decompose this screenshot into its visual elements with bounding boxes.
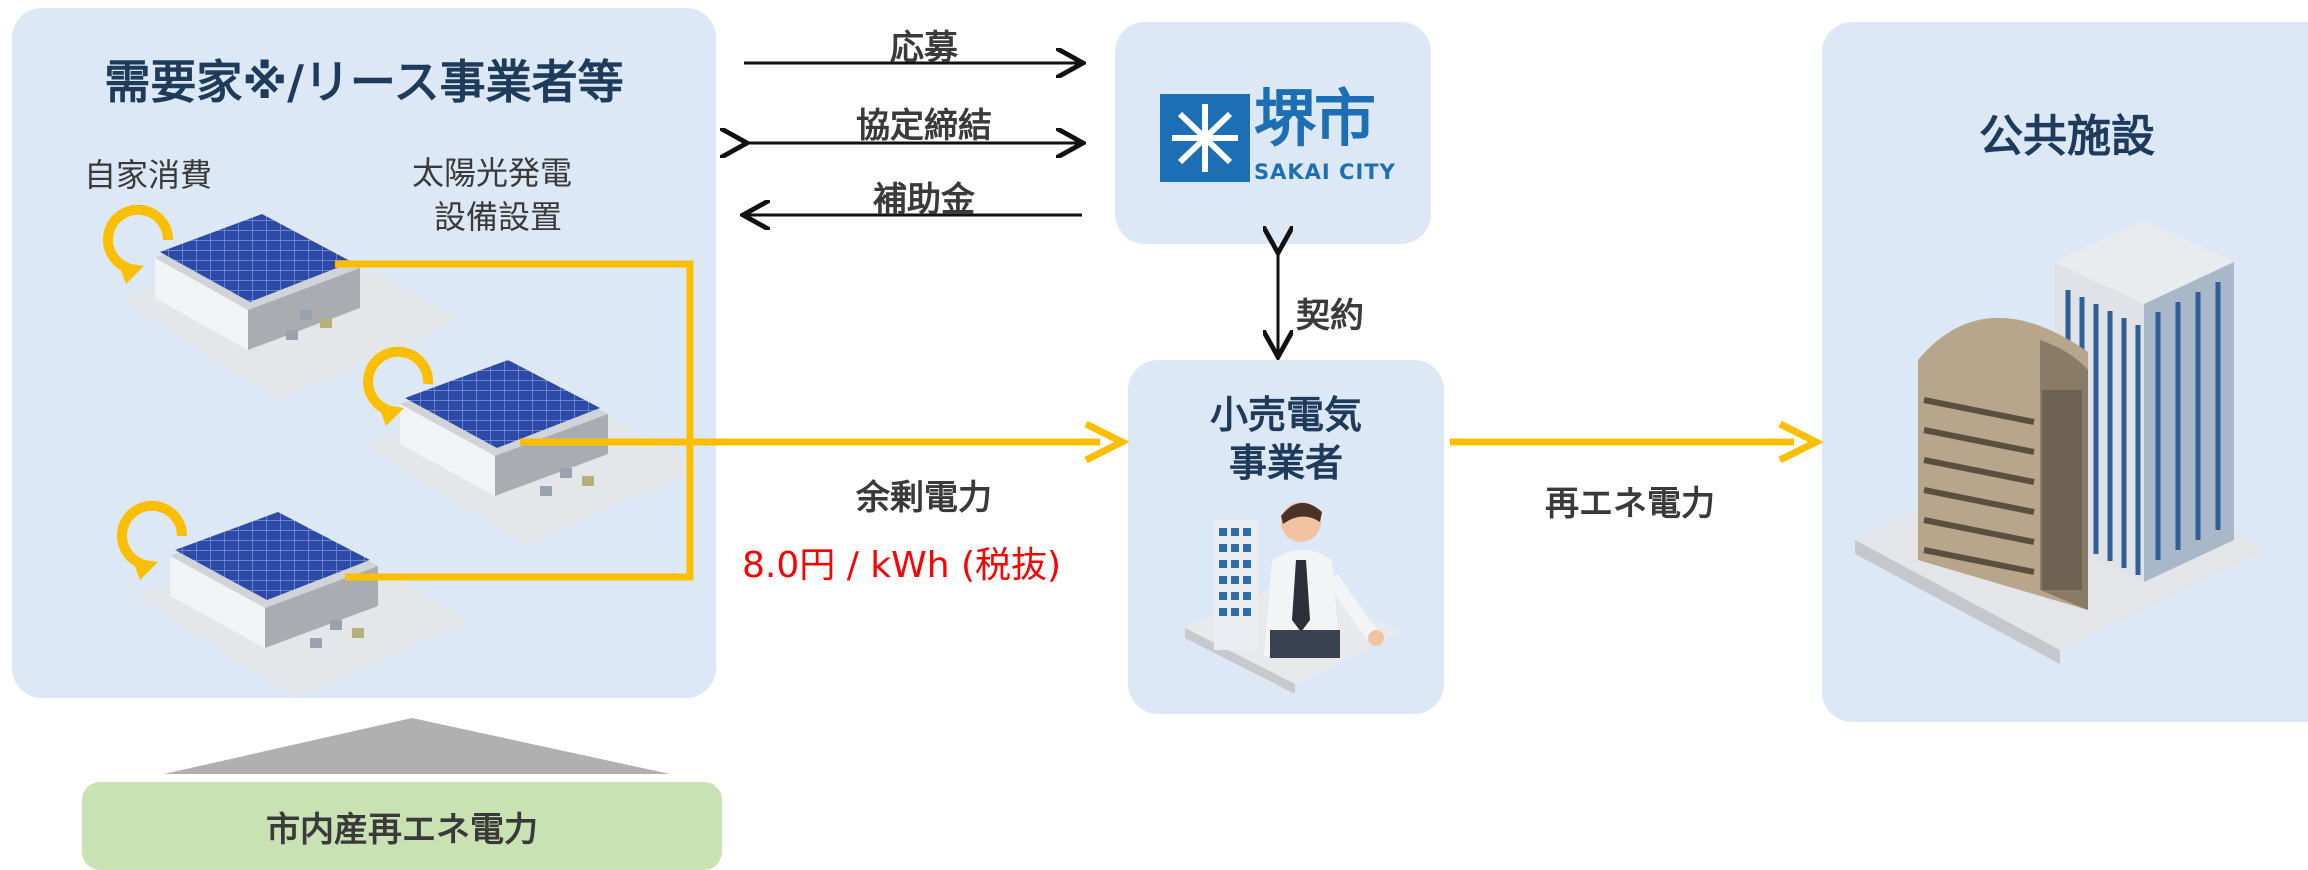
subsidy-label: 補助金 xyxy=(873,180,975,220)
price-label: 8.0円 / kWh (税抜) xyxy=(742,545,1062,586)
self-consumption-arrows xyxy=(103,204,434,569)
public-buildings-illustration xyxy=(1855,220,2265,664)
factory-2 xyxy=(365,360,700,545)
solar-install-label-1: 太陽光発電 xyxy=(412,154,573,192)
surplus-label: 余剰電力 xyxy=(856,478,992,518)
demand-side-title: 需要家※/リース事業者等 xyxy=(104,55,624,109)
solar-install-label-2: 設備設置 xyxy=(434,198,563,236)
sakai-emblem-icon xyxy=(1160,94,1250,182)
contract-label: 契約 xyxy=(1296,296,1364,336)
local-renewable-badge: 市内産再エネ電力 xyxy=(82,782,722,870)
factory-3 xyxy=(135,512,470,698)
apply-label: 応募 xyxy=(890,28,958,68)
retailer-title-2: 事業者 xyxy=(1228,441,1343,485)
retailer-title-1: 小売電気 xyxy=(1209,393,1362,437)
businessman-illustration xyxy=(1185,502,1400,694)
sakai-logo-kanji: 堺市 xyxy=(1254,82,1376,155)
renewable-label: 再エネ電力 xyxy=(1545,484,1715,524)
agreement-label: 協定締結 xyxy=(856,106,992,146)
local-renewable-label: 市内産再エネ電力 xyxy=(266,809,538,850)
factory-illustrations xyxy=(103,204,700,698)
factory-collector-line xyxy=(335,260,694,581)
sakai-logo-roman: SAKAI CITY xyxy=(1254,160,1396,184)
self-consumption-label: 自家消費 xyxy=(84,156,213,194)
badge-connector xyxy=(164,718,670,774)
public-facility-title: 公共施設 xyxy=(1979,111,2155,162)
